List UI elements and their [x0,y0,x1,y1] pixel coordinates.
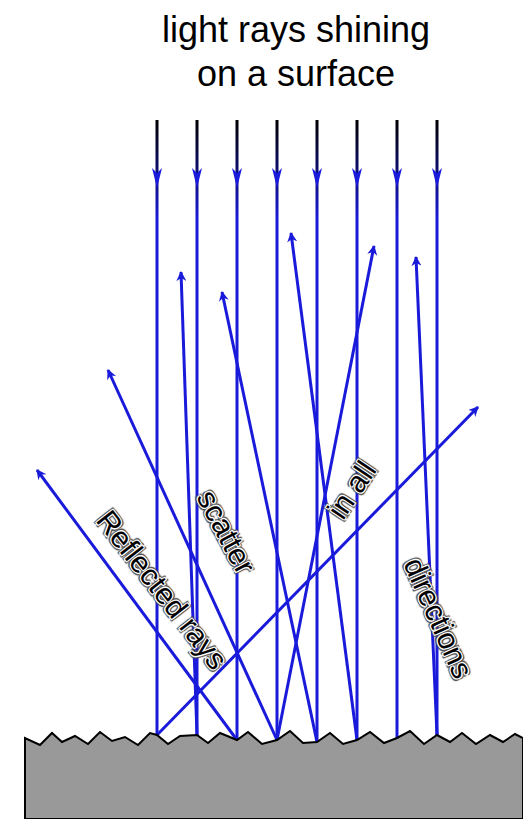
reflected-rays [37,233,478,742]
ray-label: scatter [190,484,262,579]
rough-surface [25,731,523,819]
diagram-title: light rays shining on a surface [151,8,441,96]
incident-arrowheads [152,168,442,188]
